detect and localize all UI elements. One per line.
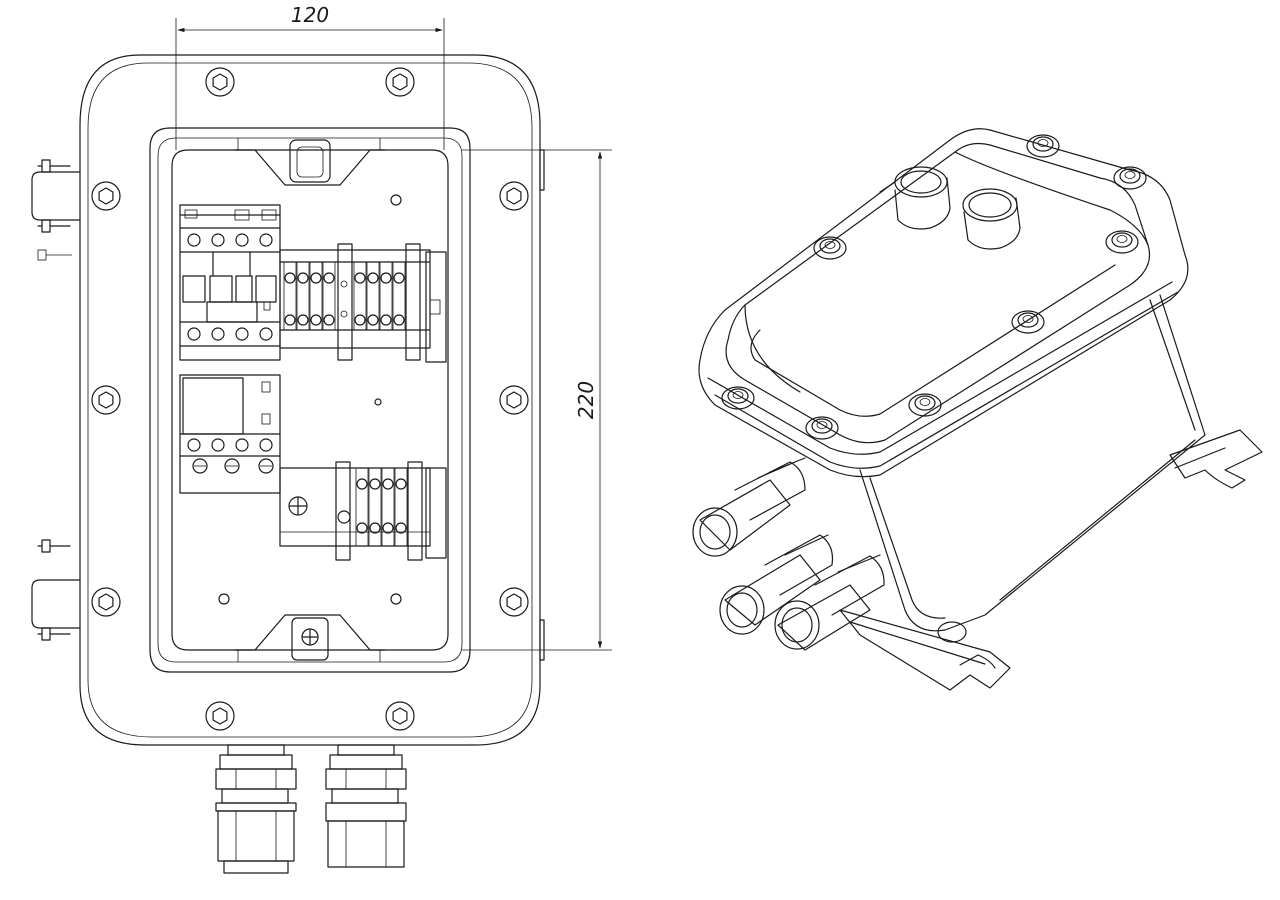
- bolt-icon: [91, 181, 121, 211]
- contactor: [179, 204, 281, 361]
- enclosure-flange-inner: [87, 62, 533, 738]
- body-side: [859, 294, 1206, 632]
- bolt-icon: [813, 236, 847, 260]
- inner-cavity-outer: [149, 127, 471, 673]
- bolt-icon: [721, 386, 755, 410]
- terminal-hole: [340, 310, 348, 318]
- bolt-icon: [499, 181, 529, 211]
- bolt-icon: [1011, 310, 1045, 334]
- top-bracket: [234, 149, 386, 186]
- terminal-hole: [340, 280, 348, 288]
- bolt-icon: [499, 587, 529, 617]
- terminal-cell: [355, 467, 369, 547]
- inner-cavity-mid: [157, 137, 463, 663]
- terminal-cell: [283, 261, 297, 331]
- push-button-2: [962, 188, 1021, 250]
- overload-relay: [179, 374, 281, 494]
- cable-gland-right: [325, 744, 407, 868]
- mounting-feet: [839, 429, 1263, 691]
- bolt-icon: [385, 701, 415, 731]
- bolt-icon: [385, 67, 415, 97]
- terminal-cell: [379, 261, 393, 331]
- enclosure-flange: [79, 54, 541, 746]
- bottom-bracket: [234, 614, 386, 651]
- bolt-icon: [205, 701, 235, 731]
- terminal-block-upper: [279, 243, 447, 363]
- terminal-cell: [394, 467, 408, 547]
- terminal-cell: [381, 467, 395, 547]
- terminal-cell: [309, 261, 323, 331]
- height-dimension: 220: [462, 149, 612, 651]
- bolt-icon: [1026, 134, 1060, 158]
- terminal-cell: [296, 261, 310, 331]
- terminal-cell: [368, 467, 382, 547]
- bolt-icon: [1105, 230, 1139, 254]
- terminal-cell: [322, 261, 336, 331]
- terminal-cell: [366, 261, 380, 331]
- height-dimension-label: 220: [574, 381, 598, 419]
- push-button-1: [879, 166, 951, 230]
- cable-gland-left: [215, 744, 297, 874]
- iso-cable-gland-2: [719, 534, 834, 635]
- bolt-icon: [1113, 166, 1147, 190]
- bolt-icon: [91, 587, 121, 617]
- iso-cable-gland-3: [774, 554, 885, 651]
- terminal-cell: [353, 261, 367, 331]
- bolt-icon: [205, 67, 235, 97]
- iso-flange-bolts: [721, 134, 1147, 440]
- front-view: 120 220: [31, 3, 612, 874]
- isometric-view: [692, 128, 1263, 691]
- width-dimension: 120: [175, 3, 445, 150]
- terminal-block-lower: [279, 461, 447, 561]
- terminal-cell: [392, 261, 406, 331]
- iso-cable-gland-1: [692, 457, 806, 557]
- bolt-icon: [91, 385, 121, 415]
- flange-bolts: [91, 67, 529, 731]
- mounting-plate: [171, 149, 449, 651]
- bolt-icon: [908, 393, 942, 417]
- hinge-top: [31, 159, 81, 261]
- cover: [725, 142, 1151, 444]
- width-dimension-label: 120: [291, 3, 329, 27]
- hinge-bottom: [31, 539, 81, 641]
- bolt-icon: [499, 385, 529, 415]
- bolt-icon: [805, 416, 839, 440]
